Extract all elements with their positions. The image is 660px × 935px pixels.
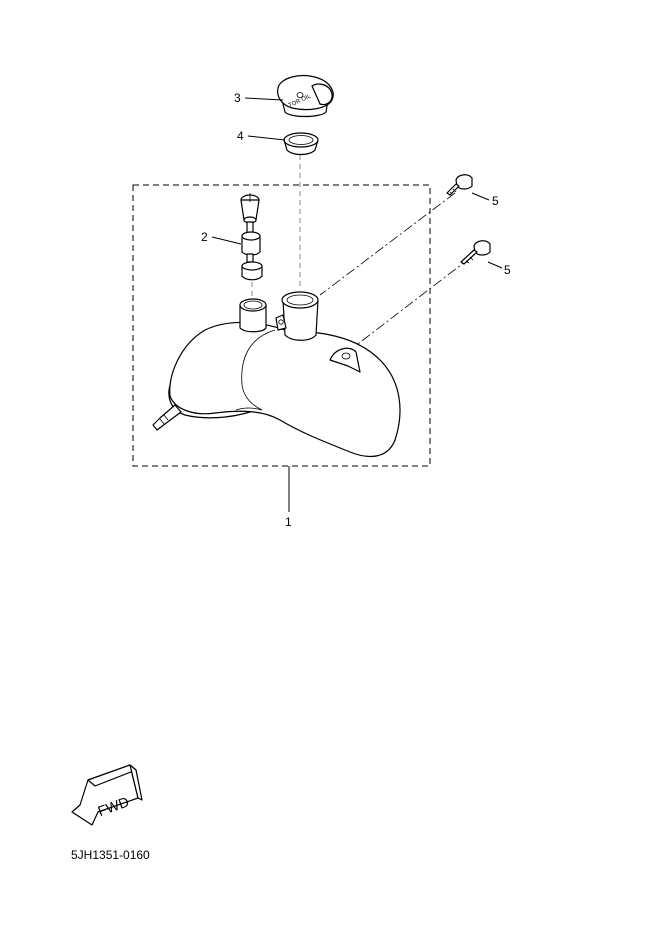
oil-tank [152, 291, 401, 458]
screw-lower-axis [349, 257, 471, 351]
leader-gasket [247, 135, 286, 141]
leader-cap [244, 97, 284, 101]
assembly-boundary [132, 184, 431, 467]
valve-assembly [240, 193, 263, 281]
tank-filler-neck [275, 291, 319, 341]
screw-lower [460, 240, 491, 265]
tank-valve-port [239, 298, 267, 333]
cap-gasket [283, 132, 319, 156]
callout-tank: 1 [285, 515, 292, 529]
tank-outlet-nipple [152, 404, 182, 431]
diagram-code: 5JH1351-0160 [71, 848, 150, 862]
leader-screw-upper [471, 192, 490, 201]
callout-screw-lower: 5 [504, 263, 511, 277]
tank-mount-bracket [329, 347, 361, 373]
callout-gasket: 4 [237, 129, 244, 143]
callout-screw-upper: 5 [492, 194, 499, 208]
fwd-arrow-icon: FWD [71, 764, 143, 826]
leader-screw-lower [487, 261, 503, 269]
oil-tank-cap: TOR OIL [277, 75, 334, 118]
callout-valve: 2 [201, 230, 208, 244]
screw-upper [446, 174, 473, 196]
screw-upper-axis [319, 192, 456, 296]
leader-valve [211, 236, 242, 245]
callout-cap: 3 [234, 91, 241, 105]
